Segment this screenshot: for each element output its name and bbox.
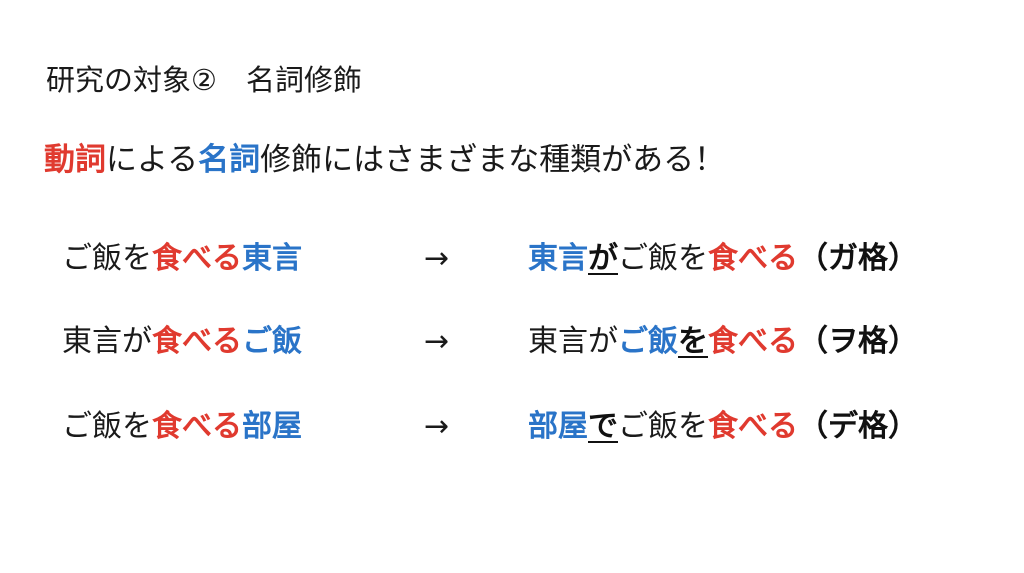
target-sentence: 東言がご飯を食べる（ヲ格）	[528, 317, 918, 367]
source-verb: 食べる	[152, 324, 242, 359]
target-sentence: 東言がご飯を食べる（ガ格）	[528, 234, 918, 284]
source-phrase: ご飯を食べる部屋	[62, 402, 302, 452]
target-plain: ご飯を	[618, 409, 708, 444]
case-label: （デ格）	[798, 409, 918, 444]
lead-verb: 動詞	[44, 142, 106, 178]
arrow: →	[424, 324, 450, 359]
target-verb: 食べる	[708, 409, 798, 444]
target-verb: 食べる	[708, 241, 798, 276]
lead-noun: 名詞	[198, 142, 261, 178]
arrow: →	[424, 241, 450, 276]
source-verb: 食べる	[152, 241, 242, 276]
target-sentence: 部屋でご飯を食べる（デ格）	[528, 402, 918, 452]
target-noun: 部屋	[528, 409, 588, 444]
example-row: ご飯を食べる部屋 → 部屋でご飯を食べる（デ格）	[0, 402, 1024, 452]
example-row: 東言が食べるご飯 → 東言がご飯を食べる（ヲ格）	[0, 317, 1024, 367]
lead-text-1: による	[106, 142, 199, 178]
source-phrase: 東言が食べるご飯	[62, 317, 302, 367]
case-particle: で	[588, 409, 618, 444]
source-head-noun: 東言	[242, 241, 302, 276]
case-particle: が	[588, 241, 618, 276]
source-plain: ご飯を	[62, 409, 152, 444]
example-row: ご飯を食べる東言 → 東言がご飯を食べる（ガ格）	[0, 234, 1024, 284]
case-particle: を	[678, 324, 708, 359]
source-head-noun: ご飯	[242, 324, 302, 359]
lead-sentence: 動詞による名詞修飾にはさまざまな種類がある！	[44, 138, 725, 182]
target-verb: 食べる	[708, 324, 798, 359]
case-label: （ヲ格）	[798, 324, 918, 359]
slide-title: 研究の対象② 名詞修飾	[46, 63, 362, 97]
arrow: →	[424, 409, 450, 444]
source-verb: 食べる	[152, 409, 242, 444]
source-phrase: ご飯を食べる東言	[62, 234, 302, 284]
source-head-noun: 部屋	[242, 409, 302, 444]
target-noun: ご飯	[618, 324, 678, 359]
lead-text-2: 修飾にはさまざまな種類がある！	[260, 142, 726, 178]
target-plain: 東言が	[528, 324, 618, 359]
target-noun: 東言	[528, 241, 588, 276]
target-plain: ご飯を	[618, 241, 708, 276]
source-plain: ご飯を	[62, 241, 152, 276]
source-plain: 東言が	[62, 324, 152, 359]
case-label: （ガ格）	[798, 241, 918, 276]
